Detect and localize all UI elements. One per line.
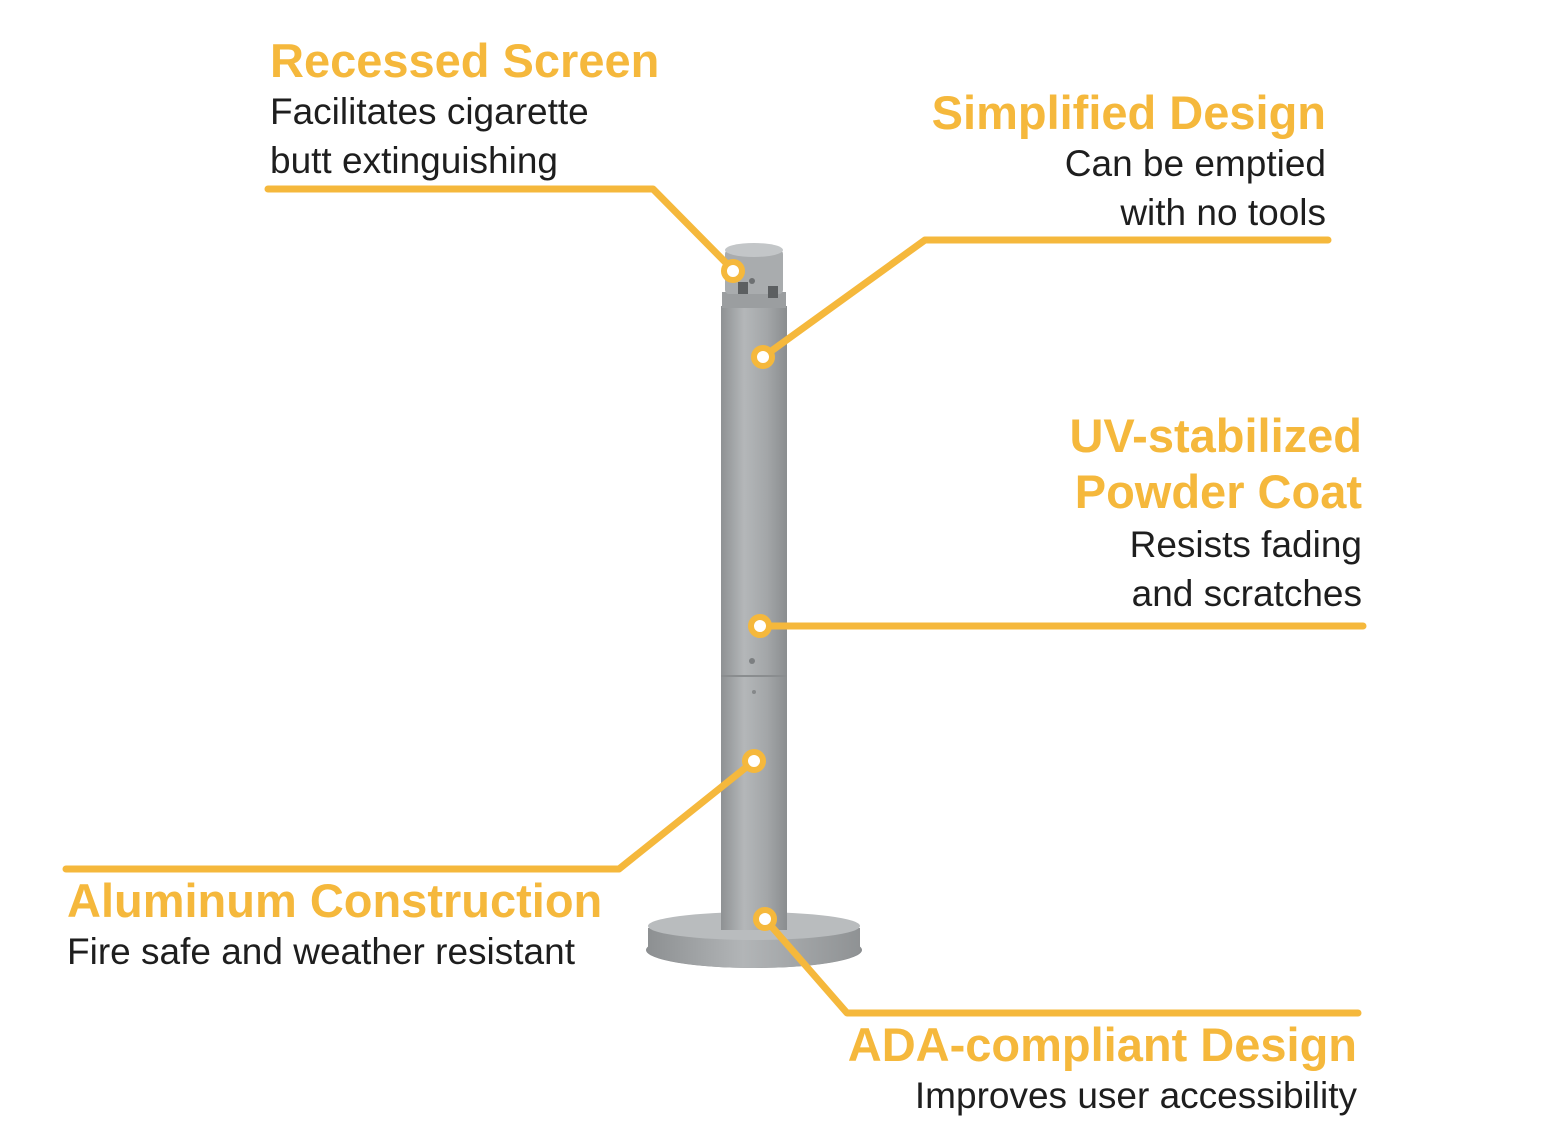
recessed-screen-callout: Recessed Screen Facilitates cigarette bu… bbox=[270, 34, 659, 185]
uv-powder-coat-callout: UV-stabilized Powder Coat Resists fading… bbox=[1069, 408, 1362, 618]
ada-design-leader bbox=[761, 915, 1362, 1017]
recessed-screen-marker bbox=[721, 259, 745, 283]
ada-design-callout: ADA-compliant Design Improves user acces… bbox=[848, 1018, 1357, 1120]
recessed-screen-leader bbox=[264, 185, 737, 274]
pole-cap-top bbox=[725, 243, 783, 257]
pole-rivet-small bbox=[752, 690, 756, 694]
simplified-design-desc-line-2: with no tools bbox=[1120, 192, 1326, 233]
aluminum-construction-title: Aluminum Construction bbox=[67, 874, 603, 927]
uv-powder-coat-marker bbox=[748, 614, 772, 638]
uv-powder-coat-title-line-1: UV-stabilized bbox=[1069, 409, 1362, 462]
aluminum-construction-callout: Aluminum Construction Fire safe and weat… bbox=[67, 874, 602, 976]
uv-powder-coat-desc-line-2: and scratches bbox=[1131, 573, 1362, 614]
ada-design-desc-line-1: Improves user accessibility bbox=[914, 1075, 1357, 1116]
uv-powder-coat-title-line-2: Powder Coat bbox=[1074, 465, 1362, 518]
simplified-design-callout: Simplified Design Can be emptied with no… bbox=[932, 86, 1326, 237]
pole-cap-vent-left bbox=[738, 282, 748, 294]
pole-rivet bbox=[749, 658, 755, 664]
aluminum-construction-marker bbox=[742, 749, 766, 773]
simplified-design-desc-line-1: Can be emptied bbox=[1064, 143, 1326, 184]
callout-markers bbox=[721, 259, 777, 931]
callout-leaders bbox=[62, 185, 1367, 1017]
ada-design-title: ADA-compliant Design bbox=[847, 1018, 1357, 1071]
ada-design-marker bbox=[753, 907, 777, 931]
simplified-design-title: Simplified Design bbox=[931, 86, 1326, 139]
aluminum-construction-leader bbox=[62, 757, 758, 873]
pole-cap-screw bbox=[749, 278, 755, 284]
simplified-design-leader bbox=[759, 236, 1332, 361]
recessed-screen-desc-line-1: Facilitates cigarette bbox=[270, 91, 589, 132]
recessed-screen-desc-line-2: butt extinguishing bbox=[270, 140, 558, 181]
uv-powder-coat-desc-line-1: Resists fading bbox=[1129, 524, 1362, 565]
pole-cap-vent-right bbox=[768, 286, 778, 298]
aluminum-construction-desc-line-1: Fire safe and weather resistant bbox=[67, 931, 575, 972]
simplified-design-marker bbox=[751, 345, 775, 369]
recessed-screen-title: Recessed Screen bbox=[270, 34, 660, 87]
